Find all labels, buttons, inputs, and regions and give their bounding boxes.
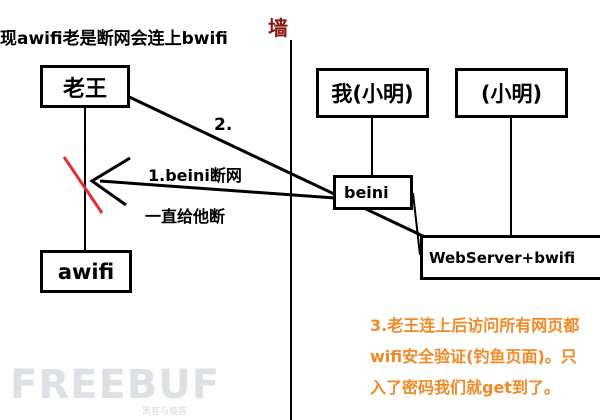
deauth-arrow-head bbox=[89, 156, 131, 207]
node-me: 我(小明) bbox=[316, 68, 429, 118]
node-webserver: WebServer+bwifi bbox=[420, 235, 600, 280]
deauth-arrow-line bbox=[99, 179, 336, 200]
watermark-logo: FREEBUF bbox=[10, 362, 221, 408]
laowang-webserver-line bbox=[124, 93, 426, 239]
step-1-label: 1.beini断网 bbox=[148, 166, 242, 185]
cut-mark bbox=[62, 156, 104, 214]
watermark-subtitle: 黑客与极客 bbox=[142, 407, 188, 417]
node-laowang: 老王 bbox=[40, 65, 130, 108]
step-2-label: 2. bbox=[214, 115, 233, 135]
node-beini: beini bbox=[333, 175, 413, 210]
node-xiaoming: (小明) bbox=[455, 68, 568, 118]
step-1-sublabel: 一直给他断 bbox=[145, 207, 226, 226]
beini-webserver-link bbox=[412, 192, 421, 256]
step-3-line: 入了密码我们就get到了。 bbox=[370, 378, 560, 397]
step-3-line: wifi安全验证(钓鱼页面)。只 bbox=[370, 347, 577, 366]
node-awifi: awifi bbox=[40, 250, 132, 293]
diagram-title: 现awifi老是断网会连上bwifi bbox=[0, 29, 228, 49]
step-3-line: 3.老王连上后访问所有网页都 bbox=[370, 316, 580, 335]
wall-label: 墙 bbox=[268, 16, 288, 40]
